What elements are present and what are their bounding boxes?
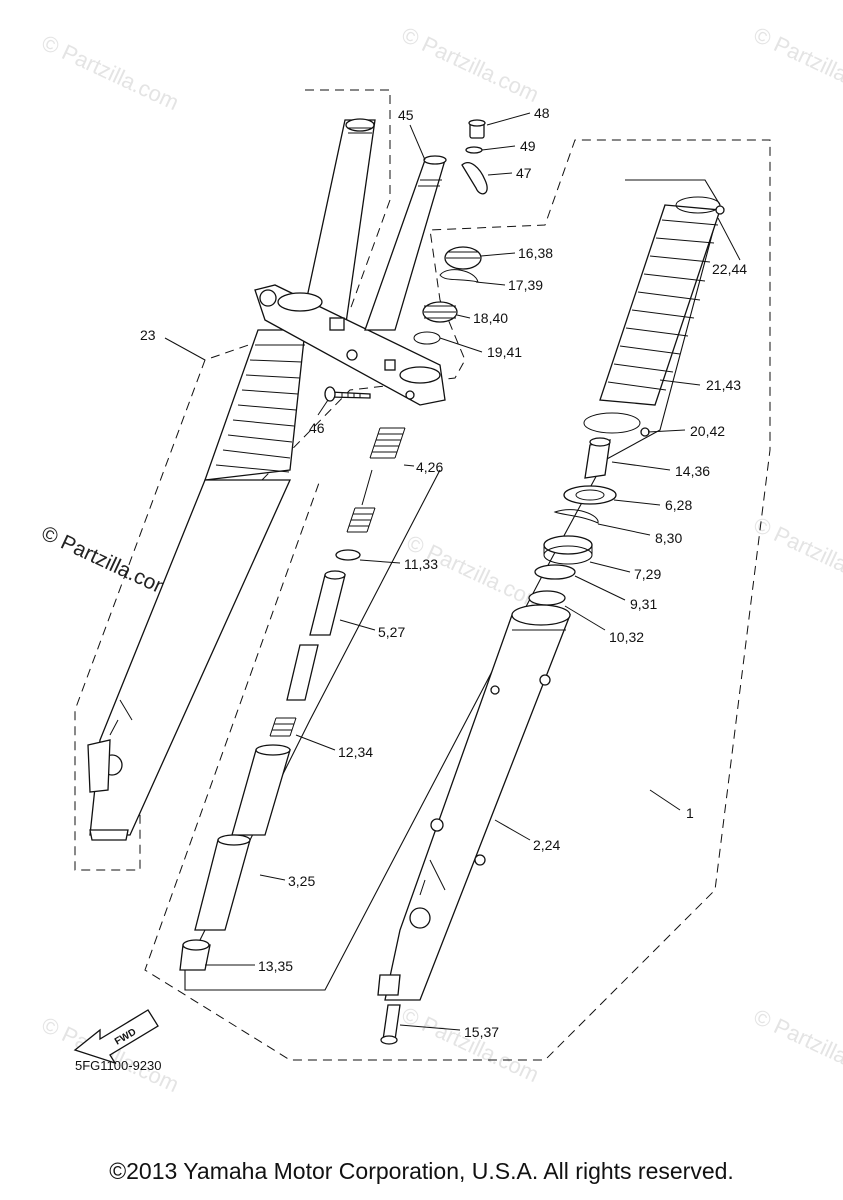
right-side-parts <box>413 196 725 606</box>
callout-3-25: 3,25 <box>288 873 315 889</box>
callout-2-24: 2,24 <box>533 837 560 853</box>
bushing <box>528 590 566 606</box>
lower-spring <box>346 507 376 533</box>
rebound-spring <box>269 717 297 737</box>
drain-bolt <box>382 1004 401 1041</box>
callout-47: 47 <box>516 165 532 181</box>
center-group-outline <box>144 139 771 1061</box>
callout-21-43: 21,43 <box>706 377 741 393</box>
watermark-text: © Partzilla.com <box>750 22 843 107</box>
outer-tube <box>384 614 571 1001</box>
clamp-plate <box>254 284 446 406</box>
watermark-text: © Partzilla.com <box>38 30 183 115</box>
watermark-text-prominent: © Partzilla.com <box>38 522 176 603</box>
callout-labels: 48 49 47 45 16,38 17,39 18,40 19,41 22,4… <box>140 105 747 1040</box>
right-outer-tube-assembly <box>377 604 571 1045</box>
dust-seal <box>563 485 617 505</box>
callout-45: 45 <box>398 107 414 123</box>
callout-1: 1 <box>686 805 694 821</box>
leader-lines <box>164 112 741 1031</box>
left-fork-assembly <box>87 118 376 841</box>
callout-10-32: 10,32 <box>609 629 644 645</box>
fork-bracket <box>254 284 446 406</box>
callout-14-36: 14,36 <box>675 463 710 479</box>
callout-17-39: 17,39 <box>508 277 543 293</box>
washer-49 <box>465 146 483 154</box>
oring <box>413 331 441 345</box>
right-axle-boss <box>409 907 431 929</box>
callout-16-38: 16,38 <box>518 245 553 261</box>
callout-22-44: 22,44 <box>712 261 747 277</box>
callout-7-29: 7,29 <box>634 566 661 582</box>
callout-6-28: 6,28 <box>665 497 692 513</box>
upper-clamp <box>675 196 721 214</box>
cap-tube-45 <box>364 155 447 331</box>
cylinder-upper <box>231 749 291 836</box>
damper-rod <box>309 574 346 636</box>
callout-46: 46 <box>309 420 325 436</box>
copyright-notice: ©2013 Yamaha Motor Corporation, U.S.A. A… <box>109 1158 734 1184</box>
callout-13-35: 13,35 <box>258 958 293 974</box>
spring-line <box>361 469 373 506</box>
upper-spring <box>369 427 406 459</box>
callout-12-34: 12,34 <box>338 744 373 760</box>
callout-11-33: 11,33 <box>404 556 438 572</box>
washer <box>534 564 576 580</box>
callout-9-31: 9,31 <box>630 596 657 612</box>
callout-15-37: 15,37 <box>464 1024 499 1040</box>
watermark-text: © Partzilla.com <box>750 512 843 597</box>
oil-seal <box>543 535 593 555</box>
callout-48: 48 <box>534 105 550 121</box>
watermark-text: © Partzilla.com <box>403 530 548 615</box>
watermark-text: © Partzilla.com <box>398 22 543 107</box>
ring-11 <box>335 549 361 561</box>
callout-4-26: 4,26 <box>416 459 443 475</box>
callout-19-41: 19,41 <box>487 344 522 360</box>
oring-47 <box>461 162 488 195</box>
callout-23: 23 <box>140 327 156 343</box>
circlip <box>439 269 479 283</box>
rod-lower <box>286 644 319 701</box>
cylinder-lower <box>194 839 251 931</box>
pinch-bolt <box>329 391 371 399</box>
diagram-code: 5FG1100-9230 <box>75 1058 162 1073</box>
callout-8-30: 8,30 <box>655 530 682 546</box>
callout-49: 49 <box>520 138 536 154</box>
callout-18-40: 18,40 <box>473 310 508 326</box>
callout-5-27: 5,27 <box>378 624 405 640</box>
top-small-parts <box>461 119 488 195</box>
fwd-arrow: FWD <box>73 1009 159 1065</box>
right-dust-boot <box>599 204 721 406</box>
stopper-ring <box>553 509 599 524</box>
fwd-arrow-icon <box>73 1009 159 1065</box>
left-fork-outline <box>74 89 391 871</box>
left-tube-cap <box>345 118 375 132</box>
lower-clamp <box>583 412 641 434</box>
watermark-text: © Partzilla.com <box>398 1002 543 1087</box>
watermark-text: © Partzilla.com <box>750 1004 843 1089</box>
left-dust-boot <box>204 329 306 481</box>
center-internals <box>179 427 406 971</box>
callout-20-42: 20,42 <box>690 423 725 439</box>
